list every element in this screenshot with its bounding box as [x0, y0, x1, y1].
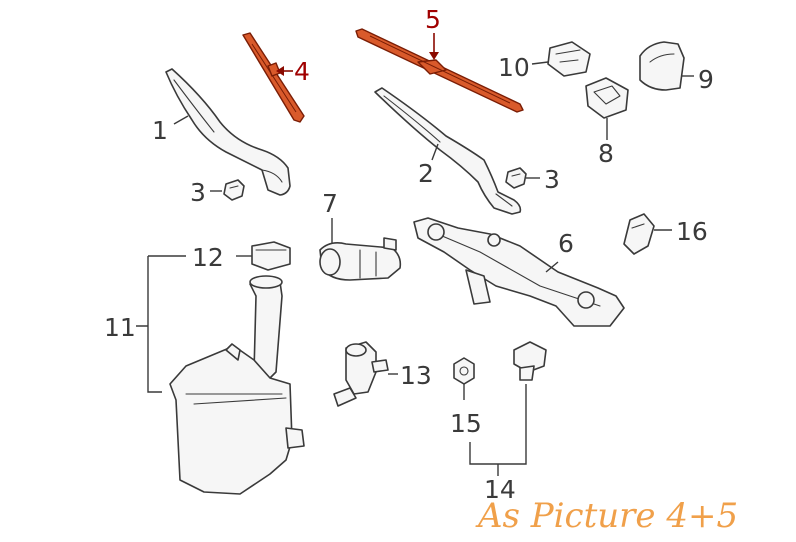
grommet-part-15 — [453, 357, 475, 385]
callout-10: 10 — [498, 53, 530, 82]
leader-line-10 — [531, 61, 549, 65]
callout-11: 11 — [104, 313, 136, 342]
washer-pump-part-13 — [333, 341, 389, 407]
leader-line-1 — [173, 115, 189, 125]
callout-1: 1 — [152, 116, 168, 145]
callout-6: 6 — [558, 229, 574, 258]
wiper-motor-part-7 — [319, 237, 402, 281]
callout-12: 12 — [192, 243, 224, 272]
callout-15: 15 — [450, 409, 482, 438]
pivot-bushing-part-8 — [585, 77, 629, 119]
callout-16: 16 — [676, 217, 708, 246]
callout-3b: 3 — [544, 165, 560, 194]
bracket-part-10 — [547, 41, 591, 77]
leader-line-6 — [545, 261, 559, 273]
leader-line-11 — [136, 255, 186, 393]
callout-14: 14 — [484, 475, 516, 504]
callout-13: 13 — [400, 361, 432, 390]
wiper-arm-part-2 — [374, 87, 522, 215]
arrow-5 — [429, 52, 439, 60]
callout-5: 5 — [425, 5, 441, 34]
connector-part-16 — [623, 213, 655, 255]
cover-part-9 — [639, 41, 685, 91]
wiper-blade-part-5 — [355, 28, 524, 113]
callout-4: 4 — [294, 57, 310, 86]
washer-nozzle-part-14 — [513, 341, 547, 381]
callout-7: 7 — [322, 189, 338, 218]
arrow-4 — [276, 66, 284, 76]
wiper-blade-refill-part-4 — [242, 32, 305, 123]
callout-2: 2 — [418, 159, 434, 188]
nut-cap-part-3a — [223, 179, 245, 201]
callout-3a: 3 — [190, 178, 206, 207]
wiper-arm-part-1 — [165, 68, 291, 196]
filler-cap-part-12 — [251, 241, 291, 271]
caption-note: As Picture 4+5 — [478, 496, 739, 536]
leader-line-2 — [431, 143, 439, 161]
nut-cap-part-3b — [505, 167, 527, 189]
leader-line-14 — [469, 384, 527, 476]
wiper-linkage-part-6 — [413, 217, 625, 327]
callout-8: 8 — [598, 139, 614, 168]
washer-reservoir-part-11 — [169, 275, 305, 495]
callout-9: 9 — [698, 65, 714, 94]
